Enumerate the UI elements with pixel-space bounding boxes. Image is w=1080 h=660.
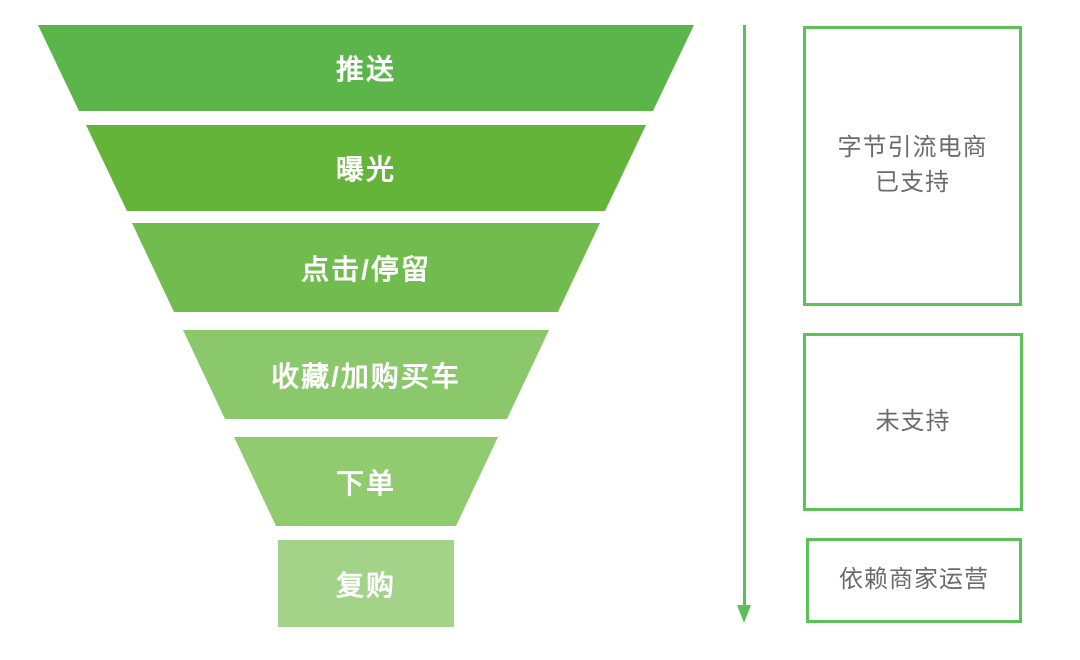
down-arrow-icon — [737, 25, 751, 623]
funnel-stage-click-dwell: 点击/停留 — [132, 223, 600, 312]
annotation-box-merchant-ops: 依赖商家运营 — [806, 538, 1022, 623]
annotation-box-supported: 字节引流电商 已支持 — [803, 26, 1022, 306]
funnel-stage-exposure-label: 曝光 — [335, 154, 396, 185]
funnel-stage-repurchase-label: 复购 — [335, 569, 396, 601]
funnel-stage-favorite-addcart-label: 收藏/加购买车 — [271, 360, 461, 392]
down-arrow-head — [737, 605, 751, 623]
annotation-box-unsupported-label: 未支持 — [875, 407, 951, 435]
funnel-stage-order: 下单 — [234, 437, 498, 526]
down-arrow-shaft — [742, 25, 746, 605]
funnel-stage-click-dwell-label: 点击/停留 — [301, 253, 431, 285]
annotation-box-unsupported: 未支持 — [803, 333, 1023, 511]
funnel-stage-repurchase: 复购 — [278, 540, 454, 627]
annotation-box-merchant-ops-label: 依赖商家运营 — [839, 566, 989, 594]
funnel-stage-order-label: 下单 — [335, 467, 396, 499]
funnel-stage-push-label: 推送 — [335, 54, 396, 85]
funnel-stage-push: 推送 — [38, 25, 694, 111]
annotation-box-supported-label: 字节引流电商 已支持 — [837, 134, 988, 196]
funnel-stage-exposure: 曝光 — [86, 125, 646, 211]
funnel-stage-favorite-addcart: 收藏/加购买车 — [183, 330, 549, 419]
